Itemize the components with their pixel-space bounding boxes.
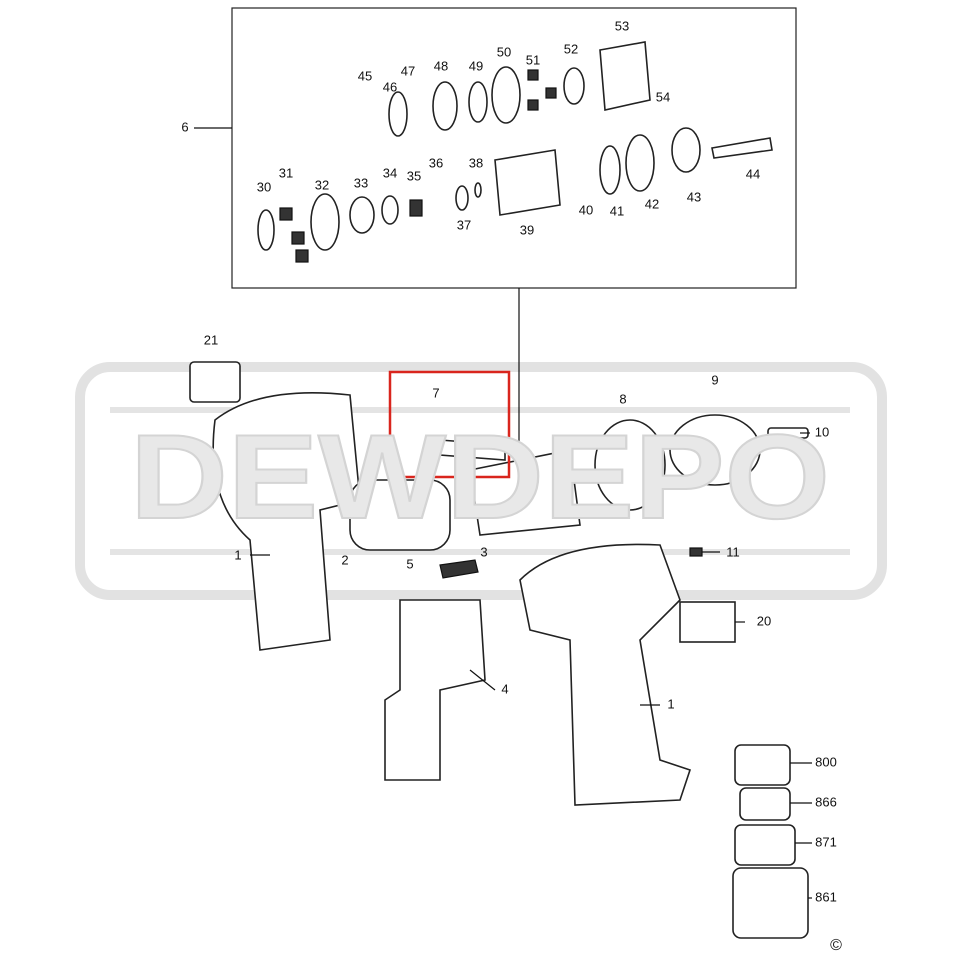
- callout: 31: [279, 165, 293, 180]
- callout: 20: [757, 613, 771, 628]
- callout: 48: [434, 58, 448, 73]
- callout: 46: [383, 79, 397, 94]
- highlight-box-part-7: [388, 370, 511, 479]
- drill-parts: [189, 361, 809, 806]
- callout: 9: [711, 372, 718, 387]
- callout: 41: [610, 203, 624, 218]
- callout: 21: [204, 332, 218, 347]
- callout: 37: [457, 217, 471, 232]
- callout: 39: [520, 222, 534, 237]
- callout: 43: [687, 189, 701, 204]
- watermark-text: DEWDEPO: [130, 410, 830, 544]
- callout: 38: [469, 155, 483, 170]
- callout: 51: [526, 52, 540, 67]
- accessories: [732, 744, 812, 939]
- callout: 8: [619, 391, 626, 406]
- callout: 49: [469, 58, 483, 73]
- detail-box: [231, 7, 797, 289]
- callout: 53: [615, 18, 629, 33]
- callouts: 6 45 46 47 48 49 50 51 52 53 54 30 31 32…: [181, 18, 842, 954]
- callout: 54: [656, 89, 670, 104]
- callout: 1: [667, 696, 674, 711]
- callout: 800: [815, 754, 837, 769]
- callout: 1: [234, 547, 241, 562]
- callout: 52: [564, 41, 578, 56]
- callout: 10: [815, 424, 829, 439]
- callout: 35: [407, 168, 421, 183]
- callout: 861: [815, 889, 837, 904]
- callout: 30: [257, 179, 271, 194]
- copyright-mark: ©: [830, 937, 842, 954]
- callout: 7: [432, 385, 439, 400]
- callout: 42: [645, 196, 659, 211]
- callout: 45: [358, 68, 372, 83]
- callout: 32: [315, 177, 329, 192]
- callout: 36: [429, 155, 443, 170]
- callout: 40: [579, 202, 593, 217]
- callout: 3: [480, 544, 487, 559]
- callout: 4: [501, 681, 508, 696]
- callout: 50: [497, 44, 511, 59]
- callout: 6: [181, 119, 188, 134]
- callout: 2: [341, 552, 348, 567]
- callout: 871: [815, 834, 837, 849]
- callout: 11: [726, 544, 740, 559]
- callout: 33: [354, 175, 368, 190]
- callout: 47: [401, 63, 415, 78]
- callout: 44: [746, 166, 760, 181]
- callout: 34: [383, 165, 397, 180]
- callout: 866: [815, 794, 837, 809]
- gearbox-parts: [257, 41, 773, 263]
- callout: 5: [406, 556, 413, 571]
